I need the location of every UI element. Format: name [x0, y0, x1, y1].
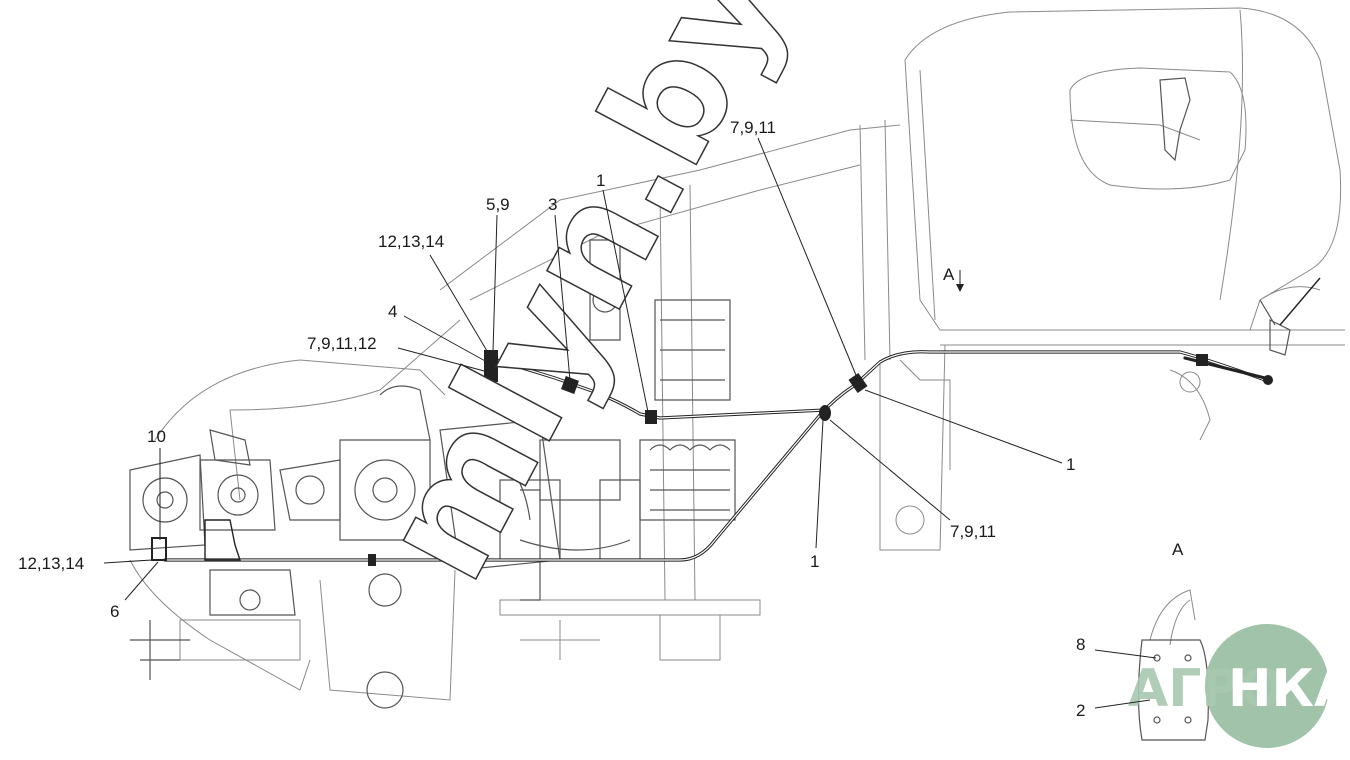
- agronka-logo: АГРО НКА: [1128, 624, 1350, 748]
- callout-1-right: 1: [1066, 455, 1075, 474]
- callout-7-9-11-top: 7,9,11: [730, 118, 776, 137]
- cable-fittings: [151, 350, 1273, 566]
- brake-cables: [163, 350, 1267, 562]
- callout-1-bottom: 1: [810, 552, 819, 571]
- callout-6: 6: [110, 602, 119, 621]
- cab-outline: [904, 7, 1345, 346]
- logo-text-right: НКА: [1228, 659, 1350, 719]
- lower-brake-cable: [163, 350, 1267, 562]
- callout-4: 4: [388, 302, 397, 321]
- watermark-text: mlyn.by: [348, 0, 818, 607]
- view-a-arrow-label: A: [943, 265, 955, 284]
- logo-text-left: АГРО: [1128, 659, 1284, 719]
- callout-7-9-11-right: 7,9,11: [950, 522, 996, 541]
- callout-3: 3: [548, 195, 557, 214]
- callout-labels: 7,9,11 5,9 3 1 12,13,14 4 7,9,11,12 10 1…: [18, 118, 1184, 720]
- callout-7-9-11-12: 7,9,11,12: [307, 334, 377, 353]
- leader-lines: [103, 137, 1157, 709]
- callout-2: 2: [1076, 701, 1085, 720]
- callout-1-top: 1: [596, 171, 605, 190]
- view-a-title: A: [1172, 540, 1184, 559]
- engine-components: [129, 239, 1321, 616]
- callout-12-13-14-top: 12,13,14: [378, 232, 444, 251]
- callout-5-9: 5,9: [486, 195, 510, 214]
- callout-8: 8: [1076, 635, 1085, 654]
- hood-and-frame: [129, 119, 1211, 709]
- view-a-inset: [1137, 589, 1209, 741]
- callout-12-13-14-bottom: 12,13,14: [18, 554, 84, 573]
- callout-10: 10: [147, 427, 166, 446]
